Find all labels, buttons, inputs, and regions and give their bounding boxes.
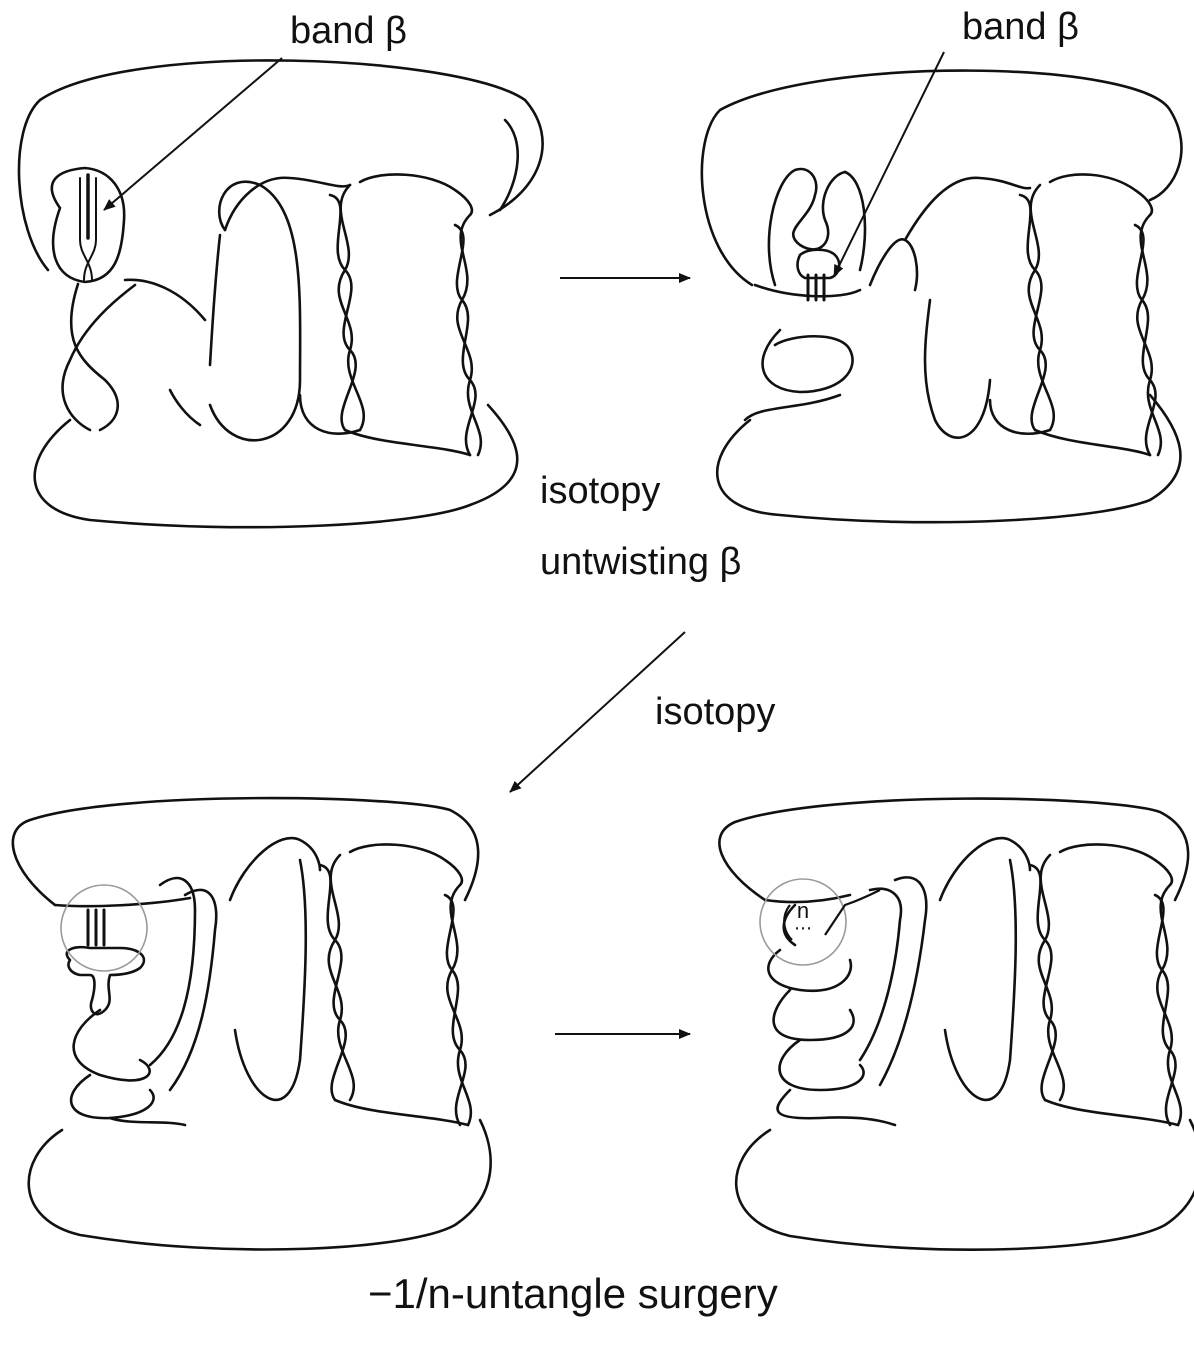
band-pointer-arrow-right	[834, 52, 944, 276]
knot-panel-3	[13, 798, 491, 1249]
ellipsis-mark: ⋯	[794, 918, 812, 938]
knot-panel-4	[719, 799, 1194, 1250]
knot-panel-2	[702, 71, 1182, 523]
knot-panel-1	[19, 60, 543, 527]
isotopy-diagonal-arrow	[510, 632, 685, 792]
